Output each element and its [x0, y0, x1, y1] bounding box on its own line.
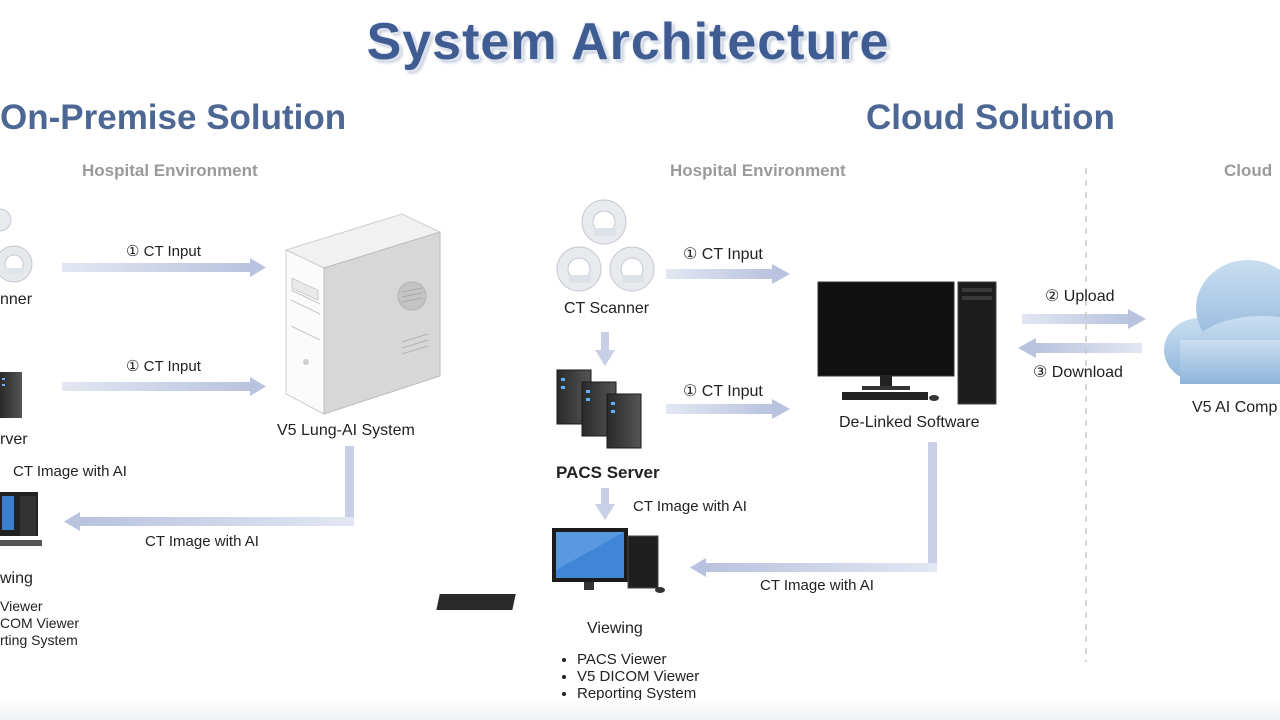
cloud-viewing-label: Viewing [587, 620, 643, 637]
workstation-icon [0, 492, 42, 546]
delinked-software-label: De-Linked Software [839, 414, 980, 431]
pacs-server-racks-icon [556, 369, 642, 449]
v5-ai-computing-label: V5 AI Comp [1192, 399, 1278, 416]
list-item: COM Viewer [0, 615, 80, 631]
viewing-workstation-icon [436, 528, 665, 610]
cloud-ct-image-with-ai-label-1: CT Image with AI [633, 498, 747, 515]
arrow-ct-image-return [64, 446, 354, 531]
ct-scanner-icon [0, 208, 33, 283]
ct-image-with-ai-label-1: CT Image with AI [13, 463, 127, 480]
arrow-cloud-ct-image-return [690, 442, 937, 577]
server-label: rver [0, 431, 28, 448]
cloud-ct-input-label-2: ① CT Input [683, 383, 763, 400]
scanner-label: nner [0, 291, 33, 308]
arrow-ct-input-1 [62, 258, 266, 277]
pacs-server-icon [0, 372, 22, 418]
delinked-workstation-icon [817, 281, 997, 405]
cloud-hospital-environment-label: Hospital Environment [670, 161, 846, 180]
ct-image-with-ai-label-2: CT Image with AI [145, 533, 259, 550]
ai-system-tower-icon [284, 213, 442, 415]
viewing-label: wing [0, 570, 33, 587]
ct-scanner-label: CT Scanner [564, 300, 650, 317]
page-title: System Architecture [366, 13, 890, 71]
arrow-scanner-to-pacs [595, 332, 615, 366]
arrow-upload [1022, 309, 1146, 329]
list-item: V5 DICOM Viewer [577, 668, 699, 685]
cloud-environment-label: Cloud [1224, 161, 1273, 180]
ai-system-label: V5 Lung-AI System [277, 422, 415, 439]
arrow-cloud-ct-input-1 [666, 264, 790, 284]
cloud-viewing-list: PACS Viewer V5 DICOM Viewer Reporting Sy… [563, 651, 699, 702]
list-item: Viewer [0, 598, 43, 614]
bottom-fade [0, 700, 1280, 720]
ct-input-label-2: ① CT Input [126, 358, 201, 375]
cloud-ct-input-label-1: ① CT Input [683, 246, 763, 263]
arrow-cloud-ct-input-2 [666, 399, 790, 419]
download-label: ③ Download [1033, 364, 1123, 381]
arrow-download [1018, 338, 1142, 358]
pacs-server-label: PACS Server [556, 463, 660, 482]
cloud-heading: Cloud Solution [866, 98, 1115, 137]
list-item: PACS Viewer [577, 651, 699, 668]
arrow-pacs-to-viewing [595, 488, 615, 520]
on-premise-heading: On-Premise Solution [0, 98, 347, 137]
ct-input-label-1: ① CT Input [126, 243, 201, 260]
list-item: Reporting System [577, 685, 699, 702]
ct-scanner-cluster-icon [556, 199, 655, 292]
cloud-icon [1164, 260, 1280, 384]
upload-label: ② Upload [1045, 288, 1115, 305]
list-item: rting System [0, 632, 78, 648]
arrow-ct-input-2 [62, 377, 266, 396]
on-premise-viewing-list: Viewer COM Viewer rting System [0, 598, 79, 649]
cloud-ct-image-with-ai-label-2: CT Image with AI [760, 577, 874, 594]
on-premise-environment-label: Hospital Environment [82, 161, 258, 180]
